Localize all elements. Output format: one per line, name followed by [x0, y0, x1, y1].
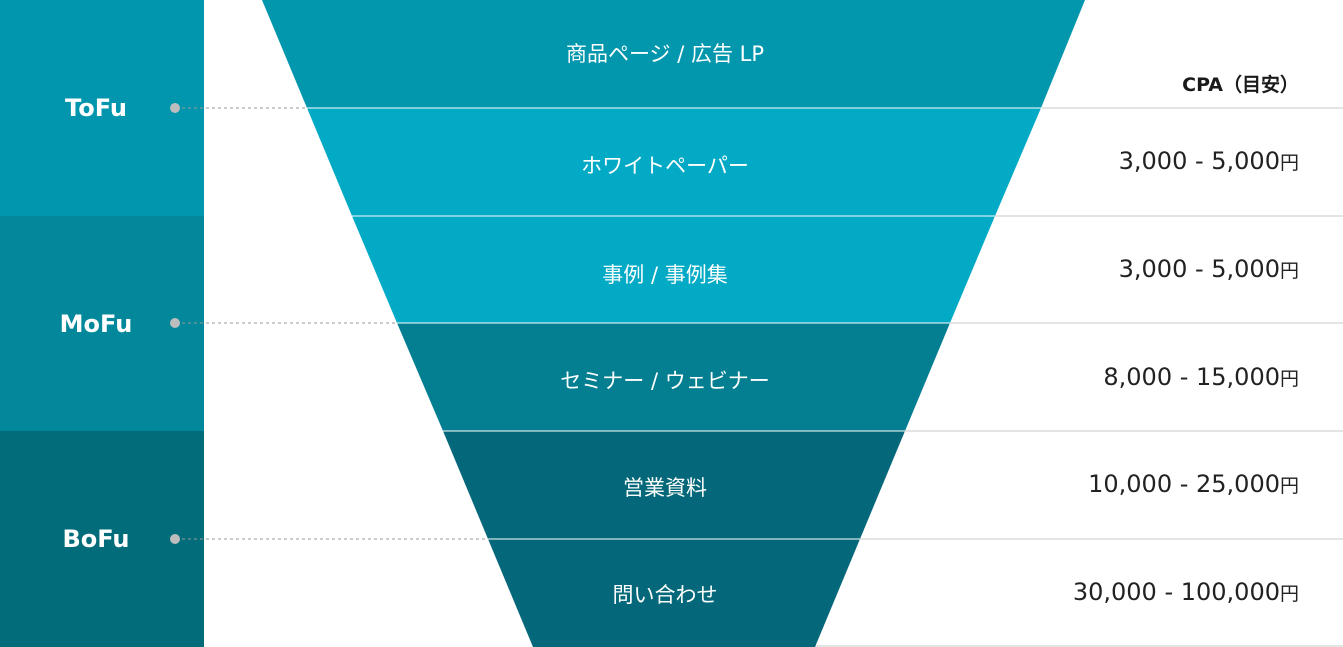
- cpa-header: CPA（目安）: [1182, 74, 1299, 96]
- funnel-label-5: 営業資料: [623, 476, 707, 500]
- cpa-value-1: 3,000 - 5,000円: [1119, 147, 1299, 175]
- funnel-level-1: [262, 0, 1085, 108]
- funnel-label-2: ホワイトペーパー: [581, 154, 749, 178]
- stage-label-bofu: BoFu: [62, 525, 130, 553]
- cpa-range: 3,000 - 5,000: [1118, 255, 1280, 283]
- funnel-level-5: [443, 431, 905, 539]
- funnel-label-1: 商品ページ / 広告 LP: [565, 42, 765, 66]
- cpa-value-4: 10,000 - 25,000円: [1088, 470, 1299, 498]
- cpa-unit: 円: [1279, 475, 1299, 497]
- funnel-level-2: [307, 108, 1041, 216]
- cpa-range: 10,000 - 25,000: [1088, 470, 1280, 498]
- cpa-value-2: 3,000 - 5,000円: [1119, 255, 1299, 283]
- stage-band-mofu: MoFu: [0, 216, 204, 432]
- funnel-level-4: [397, 323, 950, 431]
- stage-label-tofu: ToFu: [65, 94, 127, 122]
- cpa-unit: 円: [1279, 152, 1299, 174]
- funnel-level-6: [488, 539, 860, 647]
- funnel-label-6: 問い合わせ: [612, 583, 718, 607]
- cpa-unit: 円: [1279, 583, 1299, 605]
- cpa-range: 3,000 - 5,000: [1118, 147, 1280, 175]
- funnel-label-4: セミナー / ウェビナー: [560, 369, 770, 393]
- connector-dot-bofu: [170, 534, 180, 544]
- cpa-range: 30,000 - 100,000: [1072, 578, 1280, 606]
- funnel-level-3: [352, 216, 995, 323]
- funnel-label-3: 事例 / 事例集: [602, 263, 728, 287]
- cpa-unit: 円: [1279, 368, 1299, 390]
- cpa-value-3: 8,000 - 15,000円: [1103, 363, 1299, 391]
- cpa-value-5: 30,000 - 100,000円: [1073, 578, 1299, 606]
- cpa-range: 8,000 - 15,000: [1103, 363, 1280, 391]
- stage-label-mofu: MoFu: [59, 310, 133, 338]
- cpa-unit: 円: [1279, 260, 1299, 282]
- connector-dot-mofu: [170, 318, 180, 328]
- connector-dot-tofu: [170, 103, 180, 113]
